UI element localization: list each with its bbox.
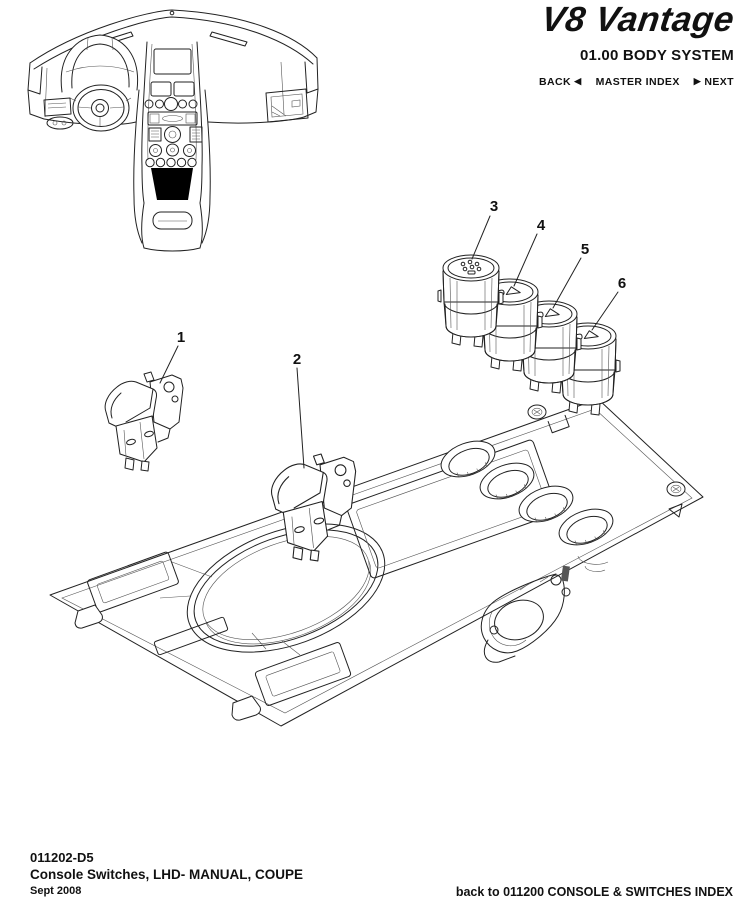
dashboard-illustration <box>27 9 319 252</box>
back-to-index-link[interactable]: back to 011200 CONSOLE & SWITCHES INDEX <box>455 885 733 899</box>
section-title: 01.00 BODY SYSTEM <box>579 46 734 64</box>
console-switches-highlight <box>151 168 193 200</box>
steering-wheel <box>72 84 130 132</box>
switch-3 <box>437 254 504 348</box>
switch-1 <box>104 371 184 472</box>
nav-screen <box>153 48 192 75</box>
nav-row: BACK ◀ MASTER INDEX ▶ NEXT <box>539 76 734 88</box>
document-date: Sept 2008 <box>30 884 82 897</box>
mounting-bracket <box>480 565 571 663</box>
document-title: Console Switches, LHD- MANUAL, COUPE <box>30 866 304 882</box>
callout-5: 5 <box>581 241 589 258</box>
callout-6: 6 <box>618 275 626 292</box>
callout-4: 4 <box>537 217 546 234</box>
leader-lines <box>159 215 619 469</box>
document-number: 011202-D5 <box>30 850 94 866</box>
callout-1: 1 <box>177 329 185 346</box>
next-arrow-icon: ▶ <box>693 75 702 86</box>
callout-numbers: 1 2 3 4 5 6 <box>177 198 626 368</box>
footer-info: 011202-D5 Console Switches, LHD- MANUAL,… <box>30 850 303 899</box>
screw-boss <box>527 404 547 420</box>
back-arrow-icon: ◀ <box>574 75 582 86</box>
screw-boss <box>666 481 686 497</box>
master-index-button[interactable]: MASTER INDEX <box>595 75 680 88</box>
glovebox <box>265 88 309 123</box>
page-header: V8 Vantage 01.00 BODY SYSTEM BACK ◀MASTE… <box>539 0 737 88</box>
console-panel <box>49 398 704 727</box>
callout-2: 2 <box>293 351 301 368</box>
armrest <box>152 211 193 230</box>
back-button[interactable]: BACK ◀ <box>539 75 582 88</box>
callout-3: 3 <box>490 198 498 215</box>
next-button[interactable]: ▶ NEXT <box>693 75 734 88</box>
